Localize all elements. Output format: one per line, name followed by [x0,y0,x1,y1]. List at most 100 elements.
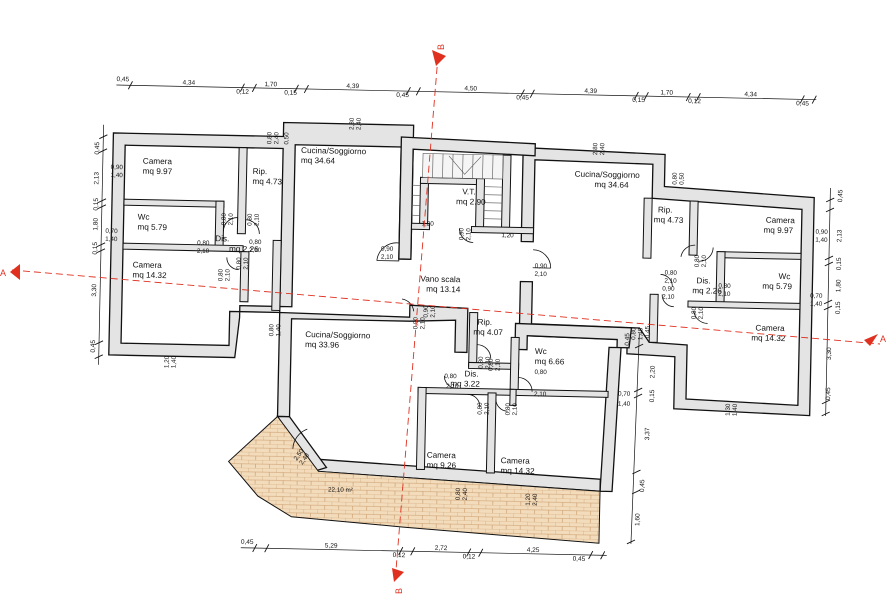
room-dis-e-name: Dis. [696,276,710,285]
dimension-right: 0,45 2,13 0,15 1,80 0,15 3,30 0,45 [821,187,844,417]
room-camera-s2-name: Camera [501,456,531,466]
room-cucina-nw-area: mq 34.64 [301,156,336,166]
room-cucina-ne-name: Cucina/Soggiorno [575,170,641,180]
dim-right-f: 3,30 [826,347,833,360]
room-camera-ne-area: mq 9.97 [763,226,793,236]
opening-o25-w: 0,70 [618,391,631,398]
opening-o16-h: 2,10 [534,271,547,278]
opening-o29-w: 0,80 [455,487,462,500]
dim-rl-d: 3,37 [644,427,651,440]
opening-o38-w: 0,80 [505,402,512,415]
opening-o29-h: 2,40 [462,488,469,501]
room-camera-nw-area: mq 9.97 [143,167,173,177]
dim-top-b: 4,34 [182,79,195,86]
room-rip-ne-name: Rip. [658,205,673,214]
dim-top-m: 0,12 [688,98,701,105]
opening-o15-h: 2,10 [465,228,472,241]
opening-o14-w: 1,20 [501,232,514,239]
terrace [227,415,601,544]
opening-o12-w: 0,90 [381,246,394,253]
opening-o35-w: 0,80 [718,283,731,290]
opening-o15-w: 0,90 [458,227,465,240]
dim-top-f: 4,39 [346,83,359,90]
room-wc-w-area: mq 5.79 [137,222,167,232]
opening-o38-h: 2,10 [512,403,519,416]
dim-right-b: 2,13 [836,229,843,242]
room-cucina-s-area: mq 33.96 [305,340,340,350]
opening-o16-w: 0,90 [535,263,548,270]
room-wc-s-name: Wc [535,347,547,356]
opening-o11-h: 2,10 [249,247,262,254]
room-dis-w-area: mq 2.26 [229,244,259,254]
room-vano-scala-area: mq 13.14 [426,285,461,295]
room-wc-e-name: Wc [778,272,790,281]
dim-right-g: 0,45 [825,387,832,400]
dim-left-g: 0,45 [90,339,97,352]
room-camera-s1-name: Camera [427,451,457,461]
room-dis-s-area: mq 3.22 [450,379,480,389]
room-dis-s-name: Dis. [464,369,478,378]
opening-o36-w: 0,80 [691,306,698,319]
opening-o37-w: 0,80 [217,268,224,281]
section-a-left-marker [10,264,20,280]
dim-top-o: 0,45 [796,100,809,107]
section-lines: A A B B [0,44,886,594]
opening-o35-h: 2,10 [718,291,731,298]
section-a-right-marker [864,334,878,346]
opening-o9-w: 0,80 [247,213,254,226]
dim-left-e: 0,15 [92,241,99,254]
dim-top-k: 0,15 [632,97,645,104]
opening-o7-w: 0,70 [105,228,118,235]
stairs [411,153,504,220]
dim-rl-c: 0,15 [649,389,656,402]
section-b-bottom-marker [392,568,404,582]
opening-o18-h: 1,40 [171,355,178,368]
dim-top-d: 1,70 [264,81,277,88]
dim-left-d: 1,80 [92,218,99,231]
opening-o17-w: 0,80 [268,323,275,336]
opening-o6-w: 0,90 [111,164,124,171]
internal-walls [122,147,802,474]
opening-o40: 0,45 [644,325,651,338]
dim-top-i: 0,45 [516,94,529,101]
room-labels: Camera mq 9.97 Rip. mq 4.73 Cucina/Soggi… [132,146,795,476]
opening-o27-w: 0,90 [815,229,828,236]
opening-o3-h: 2,40 [356,117,363,130]
room-camera-s1-area: mq 9.26 [426,461,456,471]
dimension-top: 0,45 4,34 0,12 1,70 0,15 4,39 0,45 4,50 … [116,76,817,108]
opening-o5-w: 0,80 [671,172,678,185]
dim-bottom-d: 2,72 [435,545,448,552]
opening-o3-w: 2,80 [349,117,356,130]
room-rip-s-area: mq 4.07 [473,328,503,338]
room-vt-name: V.T. [462,187,476,196]
dim-rl-f: 1,60 [634,513,641,526]
opening-o26-w: 1,30 [725,403,732,416]
plan-body: 22,10 m² [90,76,845,563]
opening-o1-h: 2,40 [273,132,280,145]
dim-right-e: 0,15 [835,301,842,314]
opening-o7-h: 1,40 [105,236,118,243]
room-wc-w-name: Wc [138,212,150,221]
section-b-top-marker [432,50,446,66]
opening-o37-h: 2,10 [224,269,231,282]
dim-right-c: 0,15 [836,257,843,270]
outer-wall-south [276,304,469,418]
opening-o2-h: 0,50 [283,132,290,145]
dim-bottom-e: 0,12 [463,553,476,560]
room-wc-e-area: mq 5.79 [762,282,792,292]
opening-o42-h: 2,10 [243,257,250,270]
doors [222,217,714,449]
opening-o42-w: 0,80 [236,257,243,270]
opening-o20-h: 2,10 [495,358,502,371]
dim-top-g: 0,45 [396,92,409,99]
dim-left-c: 0,15 [93,198,100,211]
dim-right-d: 1,80 [835,279,842,292]
opening-o30-w: 1,20 [525,493,532,506]
dim-left-a: 0,45 [94,142,101,155]
opening-o17-h: 1,40 [275,324,282,337]
opening-o30-h: 2,40 [532,493,539,506]
dim-top-j: 4,39 [584,88,597,95]
dim-rl-e: 0,45 [639,479,646,492]
